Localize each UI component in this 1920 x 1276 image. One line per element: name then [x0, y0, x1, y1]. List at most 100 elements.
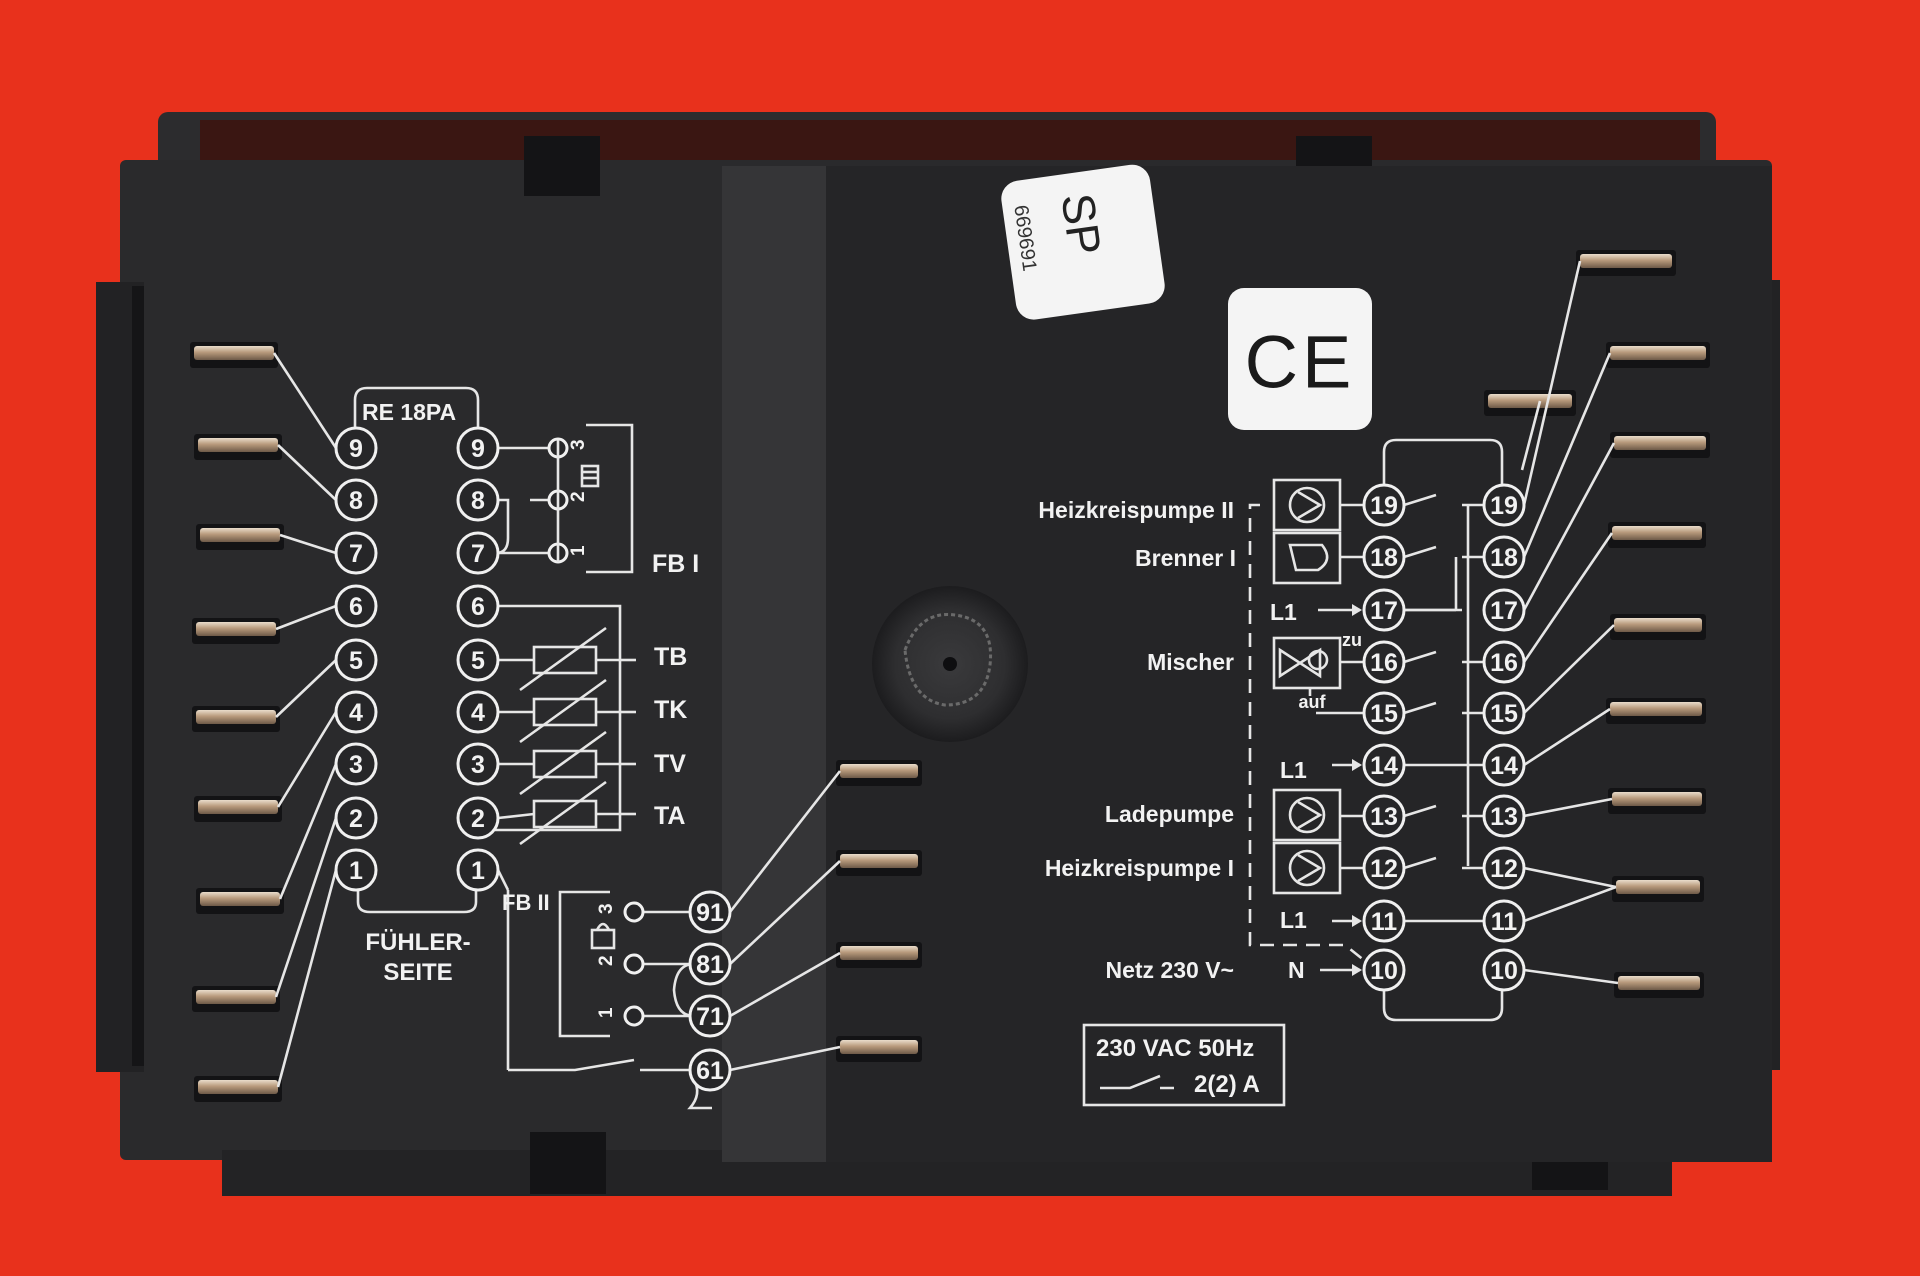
fb2-terminal-61-number: 61	[696, 1057, 724, 1085]
right-outer-terminal-12-number: 12	[1490, 855, 1518, 883]
left-inner-terminal-8-number: 8	[471, 487, 485, 515]
right-outer-terminal-14: 14	[1482, 743, 1526, 787]
right-outer-terminal-12: 12	[1482, 846, 1526, 890]
right-inner-terminal-17: 17	[1362, 588, 1406, 632]
right-outer-terminal-17-number: 17	[1490, 597, 1518, 625]
left-outer-terminal-1-number: 1	[349, 857, 363, 885]
right-inner-terminal-14: 14	[1362, 743, 1406, 787]
label-ladepumpe: Ladepumpe	[1105, 801, 1234, 827]
right-outer-terminal-11: 11	[1482, 899, 1526, 943]
right-inner-terminal-12: 12	[1362, 846, 1406, 890]
left-outer-terminal-3: 3	[334, 742, 378, 786]
right-inner-terminal-17-number: 17	[1370, 597, 1398, 625]
left-inner-terminal-4-number: 4	[471, 699, 485, 727]
fuehler-line1: FÜHLER-	[365, 929, 470, 956]
label-brenner1: Brenner I	[1135, 545, 1236, 571]
label-n: N	[1288, 957, 1305, 983]
sensor-resistor-3	[497, 780, 620, 846]
sensor-tk: TK	[654, 696, 687, 724]
connector-pins	[190, 250, 1710, 1102]
left-outer-terminal-7: 7	[334, 531, 378, 575]
right-inner-terminal-16: 16	[1362, 640, 1406, 684]
left-inner-terminal-9: 9	[456, 426, 500, 470]
right-inner-terminal-19: 19	[1362, 483, 1406, 527]
left-outer-terminal-3-number: 3	[349, 751, 363, 779]
label-l1-11: L1	[1280, 907, 1307, 933]
right-outer-terminal-14-number: 14	[1490, 752, 1518, 780]
fb2-pin-71	[836, 942, 922, 968]
left-pin-9	[190, 342, 278, 368]
right-outer-terminal-17: 17	[1482, 588, 1526, 632]
left-inner-terminal-1-number: 1	[471, 857, 485, 885]
label-heizkreispumpe1: Heizkreispumpe I	[1045, 855, 1234, 881]
left-pin-3	[196, 888, 284, 914]
fb2-pin-91	[836, 760, 922, 786]
label-netz: Netz 230 V~	[1106, 957, 1235, 983]
right-inner-terminal-14-number: 14	[1370, 752, 1398, 780]
mischer-box	[1272, 636, 1342, 690]
right-inner-terminal-11: 11	[1362, 899, 1406, 943]
right-outer-terminal-16-number: 16	[1490, 649, 1518, 677]
left-outer-terminal-6: 6	[334, 584, 378, 628]
ladepumpe-box	[1272, 788, 1342, 842]
fb1-pin1: 1	[568, 545, 589, 556]
label-auf: auf	[1299, 692, 1327, 712]
sensor-tb: TB	[654, 643, 687, 671]
fb2-pin-61	[836, 1036, 922, 1062]
left-inner-terminal-7: 7	[456, 531, 500, 575]
brenner1-box	[1272, 531, 1342, 585]
left-outer-terminal-6-number: 6	[349, 593, 363, 621]
right-inner-terminal-13: 13	[1362, 794, 1406, 838]
left-inner-terminal-9-number: 9	[471, 435, 485, 463]
left-pin-8	[194, 434, 282, 460]
sensor-resistor-0	[498, 626, 620, 692]
left-outer-terminal-8-number: 8	[349, 487, 363, 515]
left-outer-terminal-1: 1	[334, 848, 378, 892]
left-inner-terminal-3-number: 3	[471, 751, 485, 779]
right-pin-1	[1606, 342, 1710, 368]
right-pin-9	[1614, 972, 1704, 998]
right-pin-0	[1576, 250, 1676, 276]
right-inner-terminal-15-number: 15	[1370, 700, 1398, 728]
left-inner-terminal-4: 4	[456, 690, 500, 734]
right-inner-terminal-15: 15	[1362, 691, 1406, 735]
print-labels: RE 18PA FÜHLER- SEITE FB I 3 2 1 TB TK T…	[362, 399, 1362, 1098]
left-outer-terminal-2: 2	[334, 796, 378, 840]
fb2-label: FB II	[502, 890, 550, 915]
right-inner-terminal-18-number: 18	[1370, 544, 1398, 572]
right-outer-terminal-15: 15	[1482, 691, 1526, 735]
fb2-terminal-81: 81	[688, 942, 732, 986]
fb2-terminal-71: 71	[688, 994, 732, 1038]
heizkreispumpe1-box	[1272, 841, 1342, 895]
fb2-terminal-91-number: 91	[696, 899, 724, 927]
left-inner-terminal-3: 3	[456, 742, 500, 786]
left-pin-5	[192, 706, 280, 732]
label-heizkreispumpe2: Heizkreispumpe II	[1038, 497, 1234, 523]
sticker-code: SP	[1051, 190, 1111, 258]
left-outer-terminal-5-number: 5	[349, 647, 363, 675]
left-outer-terminal-8: 8	[334, 478, 378, 522]
left-outer-terminal-2-number: 2	[349, 805, 363, 833]
right-pin-8	[1612, 876, 1704, 902]
right-outer-terminal-10: 10	[1482, 948, 1526, 992]
fb2-terminal-81-number: 81	[696, 951, 724, 979]
right-inner-terminal-11-number: 11	[1371, 908, 1398, 936]
heizkreispumpe2-box	[1272, 478, 1342, 532]
sensor-ta: TA	[654, 802, 685, 830]
left-inner-terminal-8: 8	[456, 478, 500, 522]
right-outer-terminal-16: 16	[1482, 640, 1526, 684]
left-inner-terminal-5: 5	[456, 638, 500, 682]
label-l1-14: L1	[1280, 757, 1307, 783]
right-inner-terminal-10-number: 10	[1370, 957, 1398, 985]
fb2-terminal-61: 61	[688, 1048, 732, 1092]
right-pin-7	[1608, 788, 1706, 814]
fb1-pin2: 2	[568, 491, 589, 502]
fb2-pin3: 3	[596, 903, 617, 914]
ce-mark: CE	[1245, 321, 1356, 404]
left-inner-terminal-2-number: 2	[471, 805, 485, 833]
re18pa-label: RE 18PA	[362, 399, 456, 425]
fb1-pin3: 3	[568, 439, 589, 450]
fb2-pin1: 1	[596, 1007, 617, 1018]
fb2-pin-81	[836, 850, 922, 876]
